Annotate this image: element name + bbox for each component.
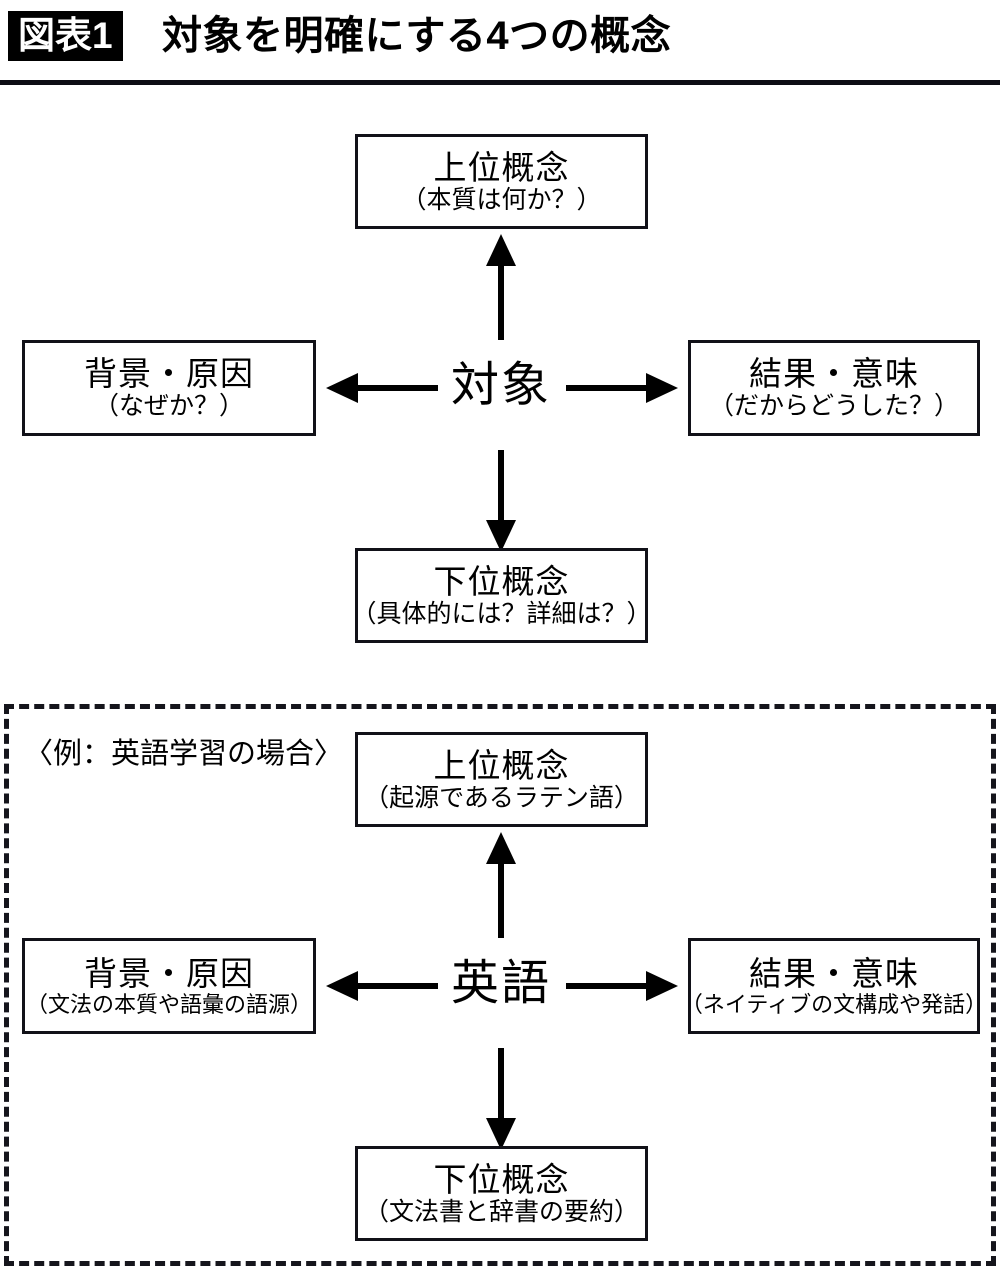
node-bottom-example-title: 下位概念 (433, 1160, 570, 1198)
node-right-main-title: 結果・意味 (749, 355, 919, 392)
node-bottom-example: 下位概念 （文法書と辞書の要約） (355, 1146, 648, 1241)
arrow-down-example (486, 1048, 516, 1150)
node-top-example-subtitle: （起源であるラテン語） (364, 783, 639, 812)
arrow-down-main (486, 450, 516, 552)
example-concept-diagram: 〈例：英語学習の場合〉 上位概念 （起源であるラテン語） 背景・原因 （文法の本… (0, 704, 1000, 1266)
node-top-example-title: 上位概念 (433, 746, 570, 784)
node-right-example-subtitle: （ネイティブの文構成や発話） (680, 991, 988, 1017)
node-bottom-example-subtitle: （文法書と辞書の要約） (363, 1197, 639, 1226)
node-left-main-title: 背景・原因 (84, 355, 254, 392)
arrow-up-example (486, 832, 516, 938)
node-top-example: 上位概念 （起源であるラテン語） (355, 732, 648, 827)
figure-number-badge: 図表1 (8, 11, 123, 61)
node-bottom-main-subtitle: （具体的には？詳細は？） (351, 599, 652, 628)
arrow-up-main (486, 234, 516, 340)
node-top-main-subtitle: （本質は何か？） (401, 185, 602, 214)
node-bottom-main-title: 下位概念 (433, 562, 570, 600)
example-caption: 〈例：英語学習の場合〉 (24, 738, 344, 770)
center-label-main: 対象 (450, 359, 551, 412)
node-left-example-subtitle: （文法の本質や語彙の語源） (25, 991, 312, 1017)
node-left-example: 背景・原因 （文法の本質や語彙の語源） (22, 938, 316, 1034)
figure-header: 図表1 対象を明確にする4つの概念 (0, 0, 1000, 88)
main-concept-diagram: 上位概念 （本質は何か？） 背景・原因 （なぜか？） 結果・意味 （だからどうし… (22, 134, 980, 643)
node-left-example-title: 背景・原因 (84, 954, 254, 992)
node-top-main-title: 上位概念 (433, 148, 570, 186)
node-bottom-main: 下位概念 （具体的には？詳細は？） (352, 548, 652, 643)
node-right-main: 結果・意味 （だからどうした？） (688, 340, 980, 436)
node-right-example: 結果・意味 （ネイティブの文構成や発話） (681, 938, 987, 1034)
header-divider (0, 80, 1000, 85)
node-left-main: 背景・原因 （なぜか？） (22, 340, 316, 436)
node-right-main-subtitle: （だからどうした？） (708, 392, 959, 420)
page-title: 対象を明確にする4つの概念 (162, 14, 672, 58)
node-right-example-title: 結果・意味 (749, 954, 919, 992)
node-left-main-subtitle: （なぜか？） (93, 392, 244, 420)
node-top-main: 上位概念 （本質は何か？） (355, 134, 648, 229)
center-label-example: 英語 (450, 957, 551, 1010)
